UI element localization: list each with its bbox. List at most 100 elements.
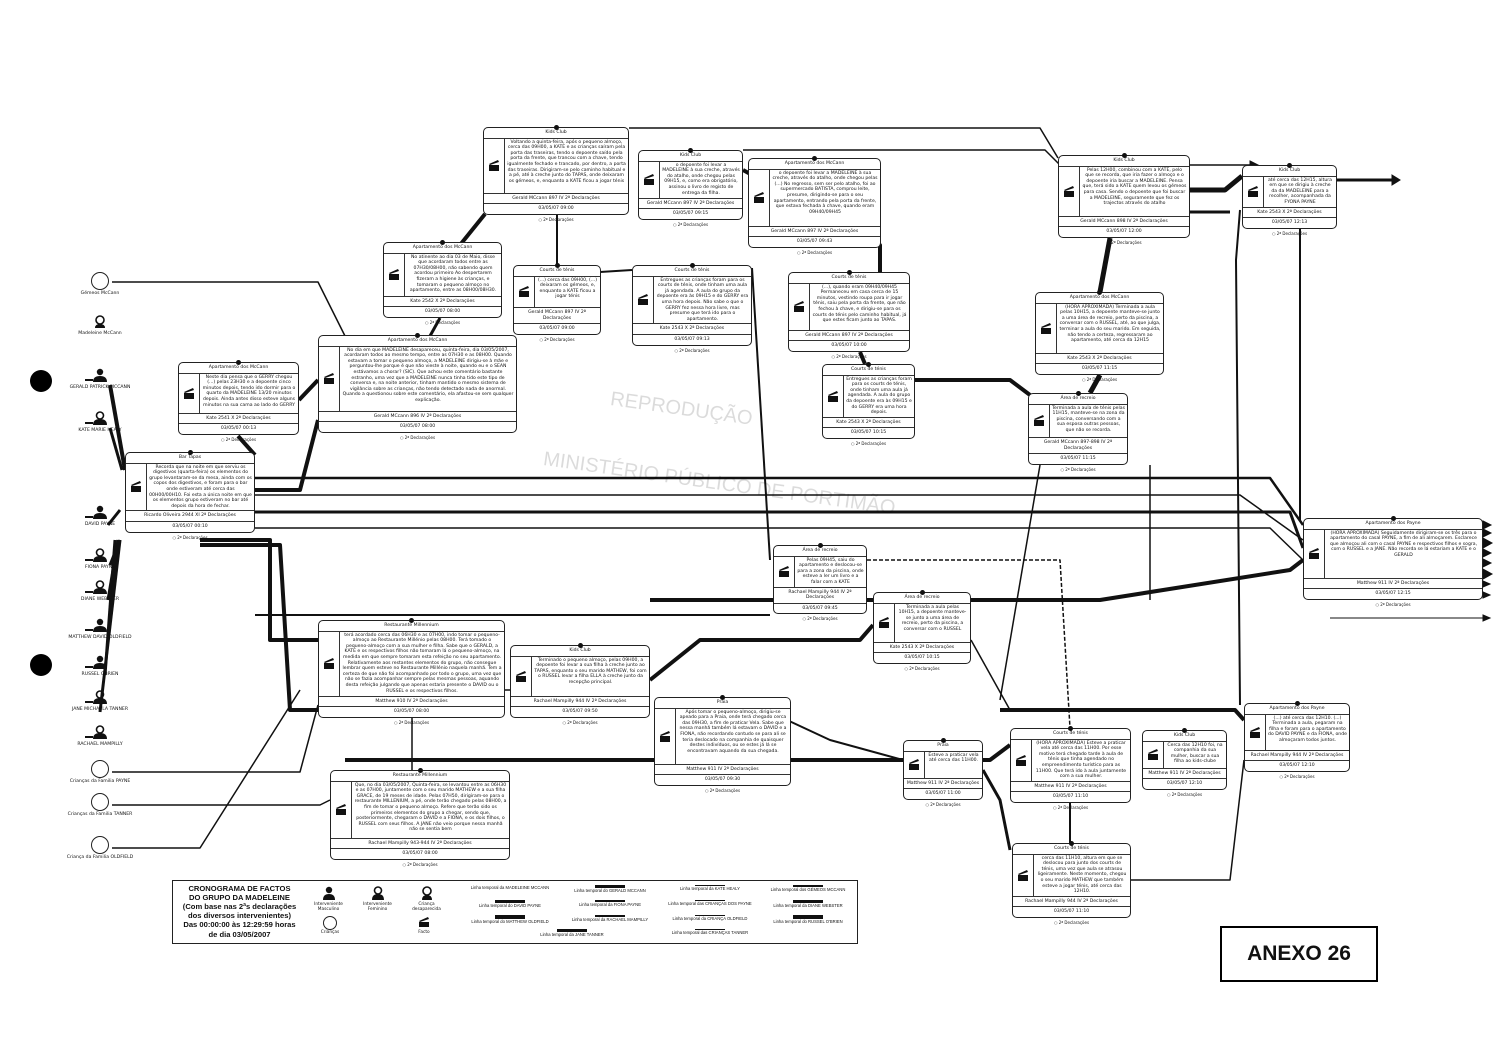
radio-icon: ○ [802,616,808,622]
fact-footer-label: 2ª Declarações [1111,240,1142,246]
fact-text: Pelas 09H45, saiu do apartamento e deslo… [797,557,864,585]
fact-body: Terminada a aula pelas 10H15, a depoente… [874,603,970,643]
fact-location: Courts de ténis [514,266,600,277]
radio-icon: ○ [424,320,430,326]
connector-dot [1068,726,1073,731]
fact-footer: ○ 2ª Declarações [633,347,751,354]
clapperboard-icon [1143,741,1164,768]
legend-timeline: Linha temporal da KATE HEALY [661,885,759,892]
fact-body: terá acordado cerca das 06H30 e as 07H00… [319,631,504,697]
fact-source: Ricardo Oliveira 2944 XI 2ª Declarações [126,511,254,522]
fact-body: No atinente ao dia 03 de Maio, disse que… [384,253,501,297]
fact-footer: ○ 2ª Declarações [789,354,909,360]
fact-box[interactable]: Courts de ténis(...) cerca das 09H00, (.… [513,263,601,342]
legend-label: Interveniente Masculino [314,902,343,912]
fact-text: Neste dia pensa que o GERRY chegou (...)… [202,374,296,408]
connector-dot [187,450,193,455]
connector-dot [846,270,852,275]
participant-name: Crianças da Familia TANNER [67,812,133,817]
legend-label: Linha temporal do DAVID PAYNE [479,903,541,908]
clapperboard-icon [1304,529,1325,578]
legend-timeline: Linha temporal dos GÉMEOS MCCANN [759,885,857,893]
fact-datetime: 03/05/07 09:00 [538,206,574,212]
fact-box[interactable]: Apartamento dos McCann(HORA APROXIMADA) … [1035,290,1164,382]
fact-text: Voltando a quinta-feira, após o pequeno … [507,139,626,184]
fact-footer-label: 2ª Declarações [679,347,710,353]
fact-datetime: 03/05/07 11:15 [1081,366,1118,372]
connector-dot [919,590,925,595]
fact-box[interactable]: Apartamento dos Payne(...) até cerca das… [1244,701,1350,779]
clapperboard-icon [511,656,532,696]
fact-box[interactable]: Apartamento dos Payne(HORA APROXIMADA) S… [1303,516,1483,607]
radio-icon: ○ [672,222,678,228]
fact-footer: ○ 2ª Declarações [1059,240,1189,246]
fact-footer-label: 2ª Declarações [1380,602,1411,608]
fact-box[interactable]: Courts de ténis(HORA APROXIMADA) Esteve … [1010,726,1131,810]
connector-dot [1287,163,1292,168]
legend-children: Crianças [315,916,345,935]
fact-footer: ○ 2ª Declarações [904,802,982,808]
radio-icon: ○ [1279,774,1285,780]
legend-label: Linha temporal da MADELEINE MCCANN [470,885,550,890]
connector-dot [1069,841,1074,846]
male-person-icon [85,618,107,632]
fact-footer-label: 2ª Declarações [407,862,438,868]
fact-location: Apartamento dos McCann [384,243,501,254]
fact-datetime: 03/05/07 08:00 [393,709,430,715]
fact-body: Entregues as crianças foram para os cour… [823,375,914,418]
legend-timeline: Linha temporal do RUSSEL O'BRIEN [759,915,857,925]
connector-dot [553,125,559,130]
radio-icon: ○ [1060,467,1066,473]
fact-box[interactable]: Courts de ténis(...), quando eram 09H40/… [788,270,910,359]
fact-footer: ○ 2ª Declarações [1143,792,1226,798]
radio-icon: ○ [402,862,408,868]
fact-footer-label: 2ª Declarações [807,616,838,622]
legend-title-line: CRONOGRAMA DE FACTOS [188,884,291,893]
legend-label: Linha temporal da RACHAEL MAMPILLY [571,917,649,922]
fact-body: (...) até cerca das 12H10. (...) Termina… [1245,714,1349,751]
fact-source: Gerald MCcann 897 IV 2ª Declarações [639,199,742,210]
fact-footer: ○ 2ª Declarações [874,666,970,672]
radio-icon: ○ [1106,240,1112,246]
fact-datetime: 03/05/07 00:13 [220,426,257,432]
timeline-line-sample [595,885,625,888]
fact-source: Rachael Mampilly 943-944 IV 2ª Declaraçõ… [331,839,509,850]
fact-datetime: 03/05/07 10:15 [904,655,940,661]
fact-footer-label: 2ª Declarações [567,720,598,726]
fact-source: Gerald MCcann 898 IV 2ª Declarações [1059,217,1189,228]
clapperboard-icon [331,781,352,838]
fact-location: Restaurante Millennium [331,771,509,782]
legend-missing-child: Criança desaparecida [404,886,449,912]
male-person-icon [85,505,107,519]
legend-label: Linha temporal da CRIANÇA OLDFIELD [672,916,748,921]
fact-footer-label: 2ª Declarações [1086,377,1118,383]
fact-location: Praia [904,741,982,752]
clapperboard-icon [789,283,810,330]
fact-source: Matthew 911 IV 2ª Declarações [1304,579,1482,590]
fact-text: Após tomar o pequeno-almoço, dirigiu-se … [679,709,787,754]
fact-body: cerca das 11H10, altura em que se desloc… [1013,854,1130,897]
connector-dot [415,333,420,338]
male-person-icon [322,886,335,900]
